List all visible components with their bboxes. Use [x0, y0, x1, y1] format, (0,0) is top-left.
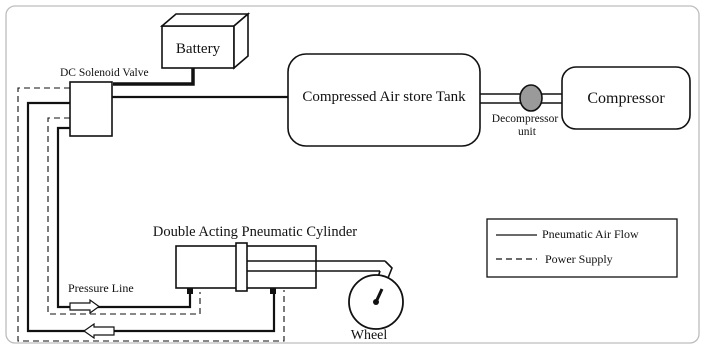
- decompressor-label-1: Decompressor: [492, 113, 559, 125]
- cylinder-label: Double Acting Pneumatic Cylinder: [153, 224, 357, 240]
- outer-frame: [5, 5, 700, 344]
- air-flow-loop-inner: [56, 126, 192, 309]
- legend-air-flow-label: Pneumatic Air Flow: [542, 227, 639, 241]
- solenoid-valve-label: DC Solenoid Valve: [60, 67, 149, 79]
- power-supply-outer: [17, 87, 285, 342]
- power-supply-inner: [47, 117, 201, 315]
- pressure-line-arrow: [69, 298, 101, 315]
- return-line-arrow: [82, 322, 115, 340]
- air-tank-label: Compressed Air store Tank: [302, 89, 466, 105]
- wheel-crank: [374, 288, 384, 303]
- legend-power-supply-label: Power Supply: [545, 252, 613, 266]
- wheel-label: Wheel: [351, 328, 388, 343]
- decompressor-label-2: unit: [518, 126, 537, 138]
- port-right: [270, 288, 276, 294]
- air-tank: [287, 53, 481, 147]
- pressure-line-label: Pressure Line: [68, 281, 134, 295]
- air-flow-loop-outer: [26, 101, 276, 333]
- cylinder-piston: [235, 242, 248, 292]
- battery-wire: [113, 68, 195, 86]
- compressor-label: Compressor: [587, 90, 665, 107]
- compressor: [561, 66, 691, 130]
- battery-label: Battery: [176, 41, 221, 57]
- battery-box: [159, 12, 251, 70]
- port-left: [187, 288, 193, 294]
- legend-box: [486, 218, 678, 278]
- decompressor-unit: [519, 84, 543, 112]
- solenoid-valve-box: [69, 81, 113, 137]
